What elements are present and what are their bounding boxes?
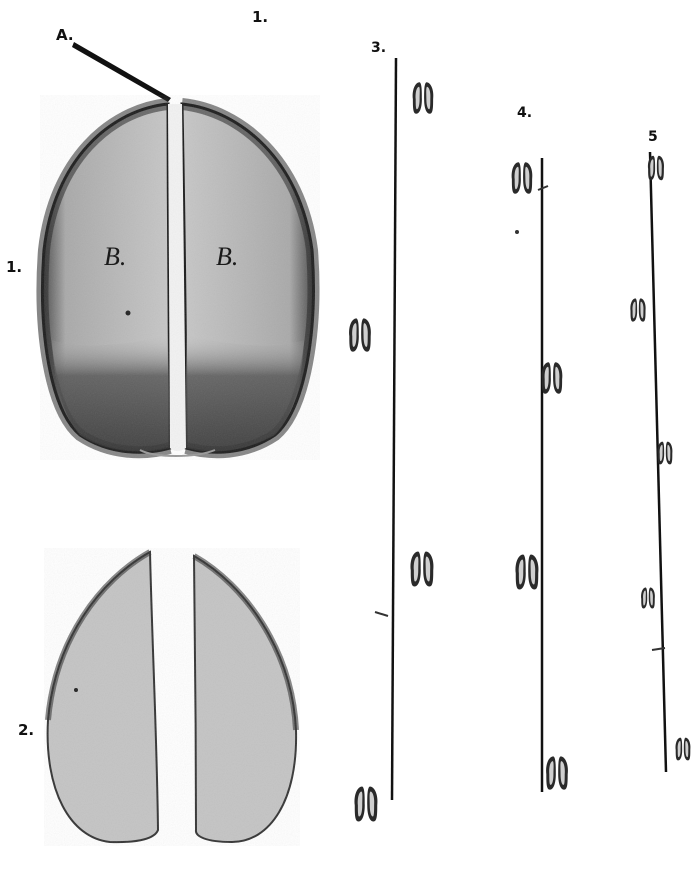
trackway-5: 5 [630, 129, 690, 772]
top-figure-number: 1. [252, 8, 268, 26]
track-3-print-1 [413, 82, 434, 114]
track-3-print-2 [349, 318, 371, 351]
figure-1-label: 1. [6, 258, 22, 276]
track-5-print-3 [658, 442, 673, 465]
figure-3-label: 3. [371, 40, 386, 56]
pointer-label: A. [56, 26, 74, 44]
track-5-print-2 [630, 298, 645, 321]
track-3-print-4 [355, 787, 378, 822]
figure-2-label: 2. [18, 721, 34, 739]
trackway-4: 4. [512, 105, 568, 792]
figure-4-label: 4. [517, 105, 532, 121]
figure-5-label: 5 [648, 129, 658, 145]
track-4-print-1 [512, 162, 533, 194]
pointer-a: A. [56, 26, 171, 102]
hoof-figure-1: B. B. [40, 95, 320, 460]
track-4-print-4 [546, 756, 568, 789]
track-4-print-2 [542, 362, 563, 394]
track-5-print-4 [641, 588, 655, 609]
trackway-3: 3. [349, 40, 433, 822]
track-5-print-1 [648, 156, 664, 181]
track-5-print-5 [676, 738, 691, 761]
hoof-figure-2 [44, 548, 300, 846]
track-4-print-3 [516, 555, 539, 590]
track-3-print-3 [411, 552, 434, 587]
